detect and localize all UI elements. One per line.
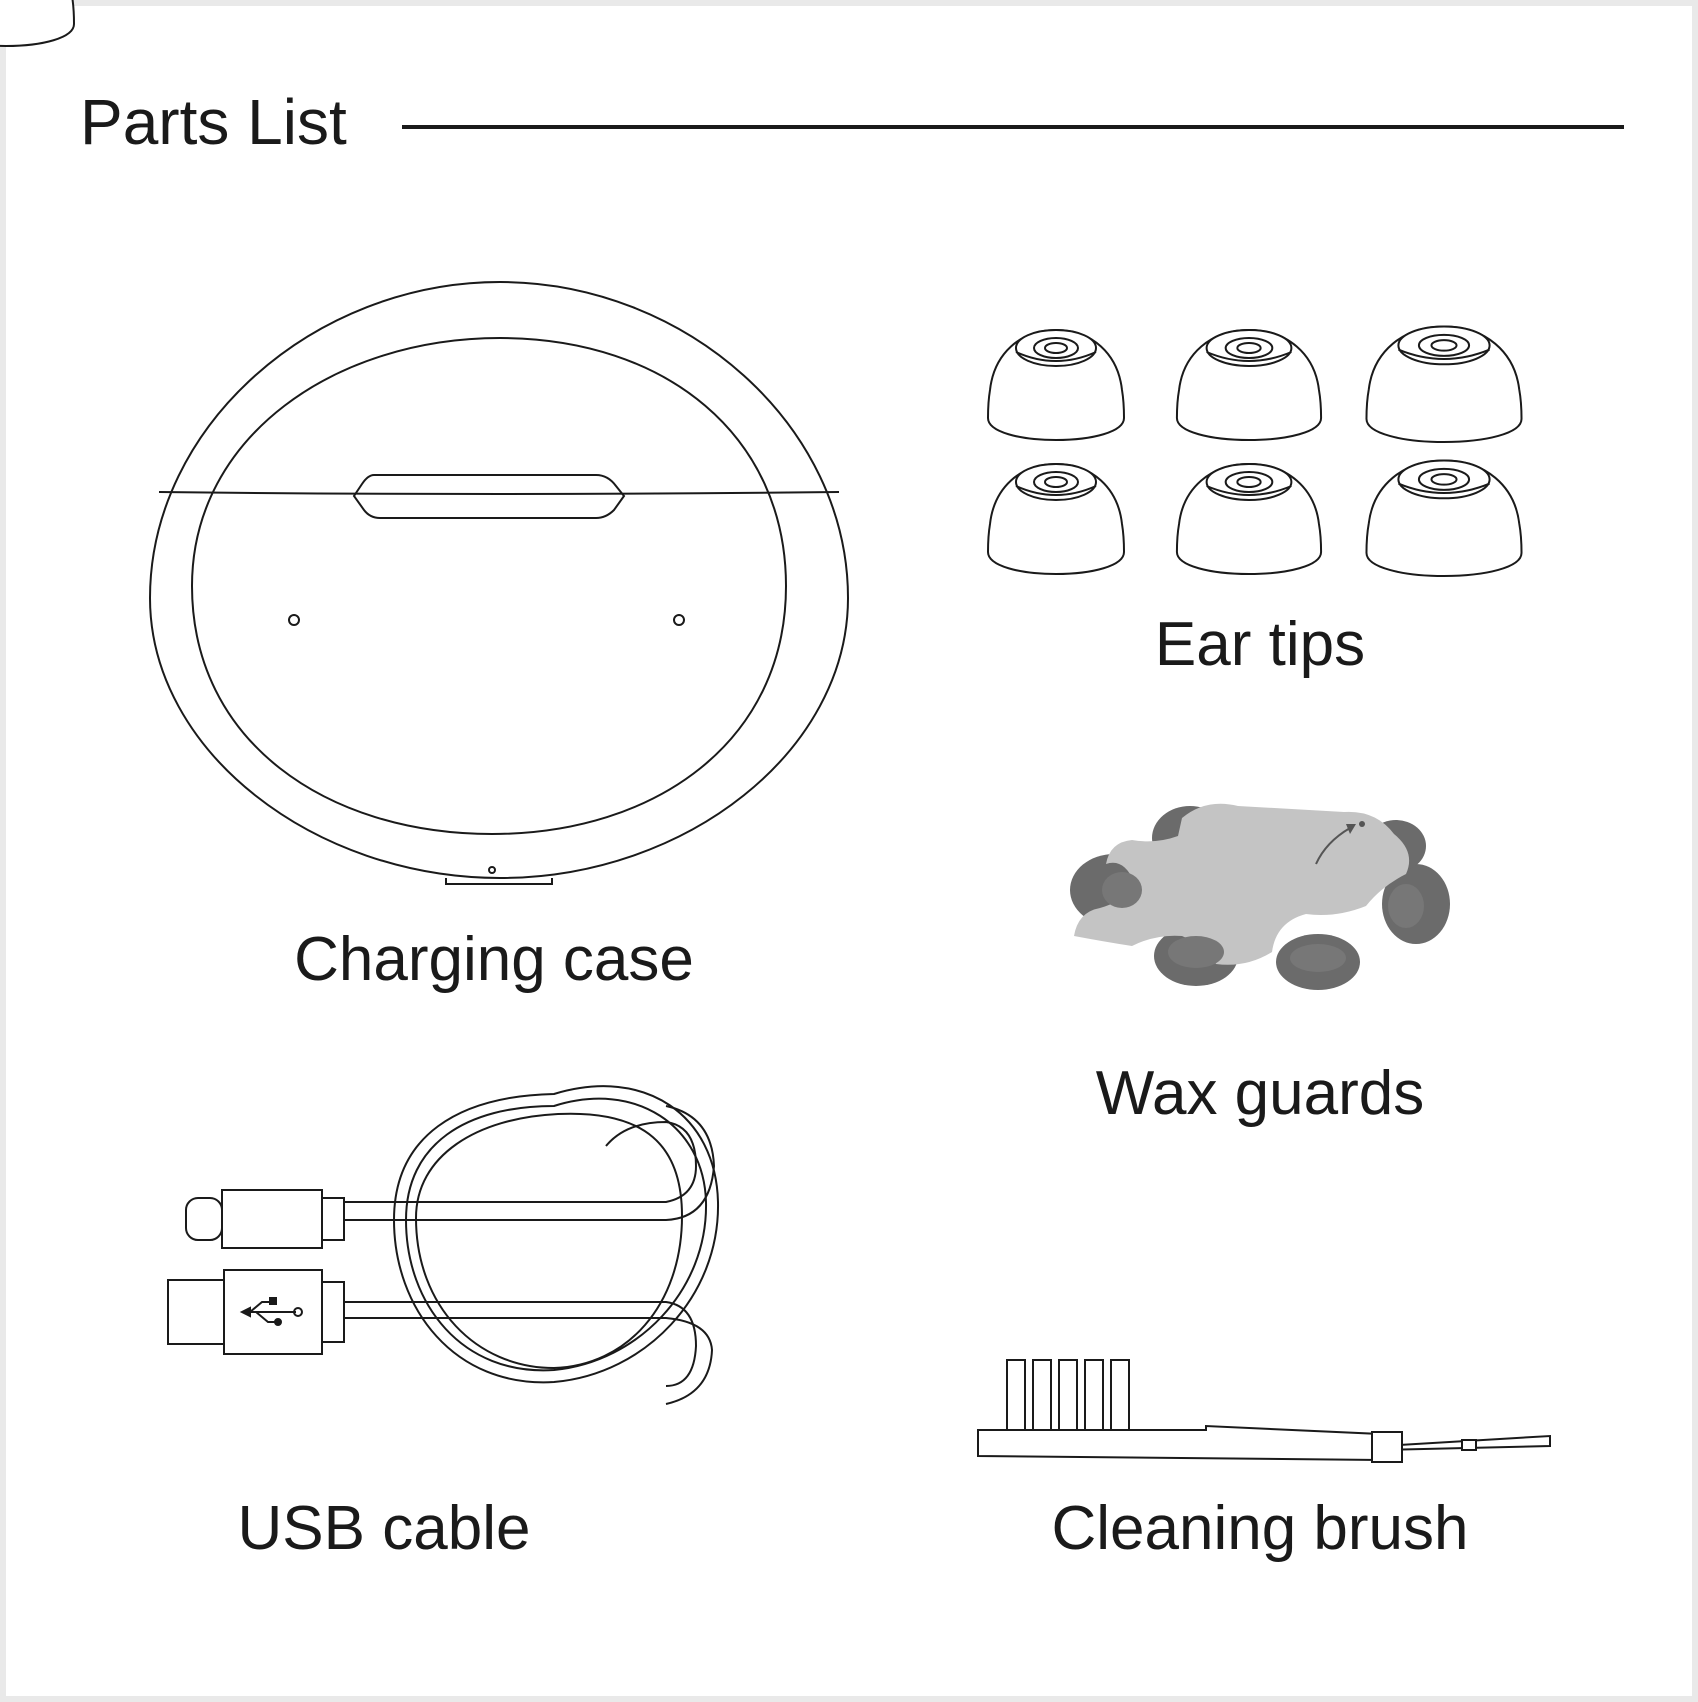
usb-symbol-icon [242, 1298, 302, 1325]
cleaning-brush-illustration [6, 6, 1692, 1696]
ear-tips-illustration [0, 0, 1523, 578]
title-divider [402, 125, 1624, 129]
usb-cable-illustration [6, 6, 1692, 1696]
page-title: Parts List [80, 86, 347, 158]
wax-guards-illustration [1070, 803, 1450, 990]
usb-cable-label: USB cable [237, 1494, 531, 1563]
ear-tips-label: Ear tips [1154, 610, 1366, 679]
usb-c-connector-icon [186, 1190, 344, 1248]
cleaning-brush-icon [978, 1360, 1550, 1462]
charging-case-illustration [6, 6, 1692, 1696]
charging-case-label: Charging case [294, 925, 694, 994]
wax-guard-icon [1070, 803, 1450, 990]
ear-tip-icon [0, 0, 74, 46]
cleaning-brush-label: Cleaning brush [1051, 1494, 1469, 1563]
wax-guards-label: Wax guards [1095, 1059, 1425, 1128]
